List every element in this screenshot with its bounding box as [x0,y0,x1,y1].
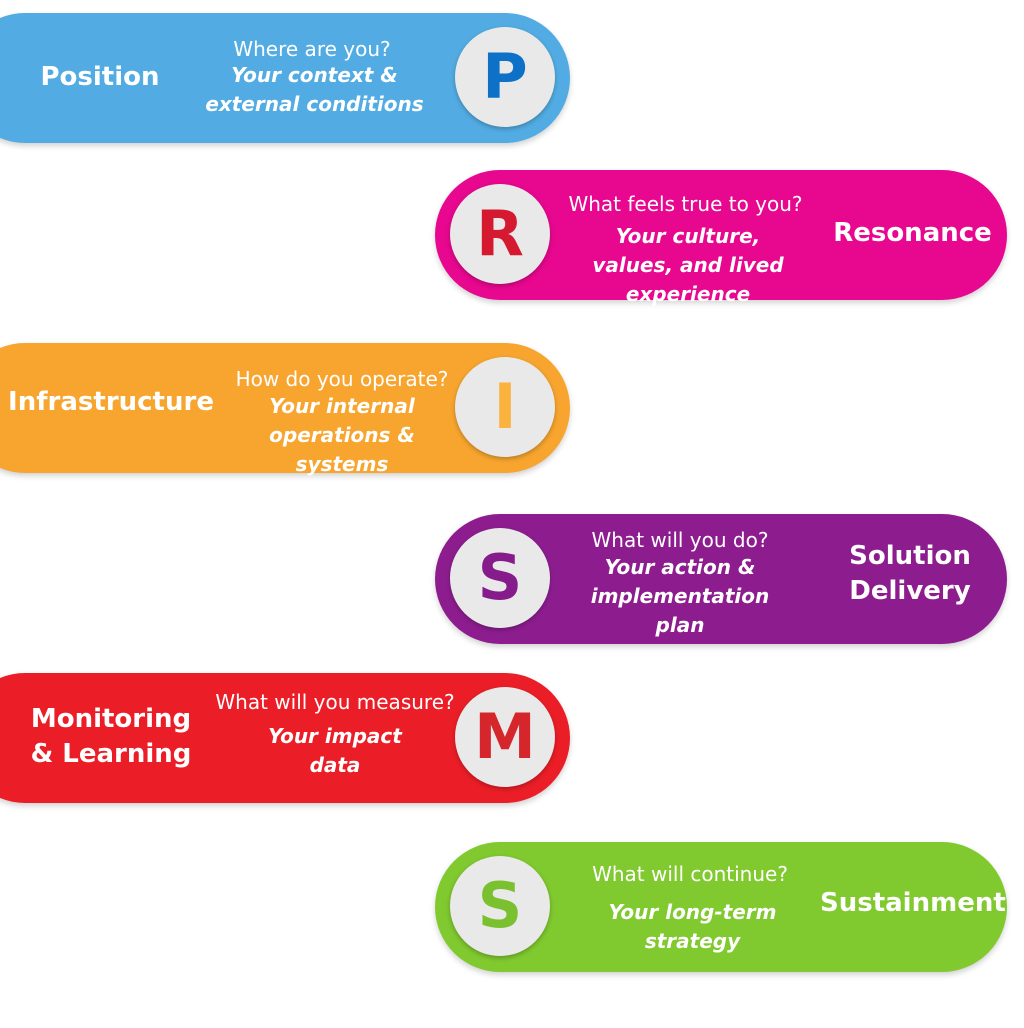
monitoring-learning-letter-circle: M [455,687,555,787]
infrastructure-pill: Infrastructure How do you operate? Your … [0,343,570,476]
infrastructure-answer: Your internal operations & systems [269,394,415,476]
position-label: Position [40,62,160,92]
solution-delivery-label: Solution Delivery [849,541,971,607]
resonance-label: Resonance [833,218,992,248]
resonance-letter-circle: R [450,184,550,284]
position-pill: Position Where are you? Your context & e… [0,13,570,143]
resonance-question: What feels true to you? [568,192,803,216]
monitoring-learning-pill: Monitoring & Learning What will you meas… [0,673,570,803]
sustainment-letter-circle: S [450,856,550,956]
sustainment-answer: Your long-term strategy [608,900,777,953]
monitoring-learning-question: What will you measure? [215,690,455,714]
position-question: Where are you? [233,37,391,61]
infrastructure-letter-circle: I [455,357,555,457]
solution-delivery-answer: Your action & implementation plan [590,555,770,637]
monitoring-learning-label: Monitoring & Learning [30,704,192,770]
sustainment-label: Sustainment [820,888,1006,918]
resonance-answer: Your culture, values, and lived experien… [592,224,784,306]
sustainment-pill: S What will continue? Your long-term str… [435,842,1007,972]
infrastructure-question: How do you operate? [235,367,449,391]
resonance-pill: R What feels true to you? Your culture, … [435,170,1007,306]
solution-delivery-letter-circle: S [450,528,550,628]
position-letter-circle: P [455,27,555,127]
infrastructure-label: Infrastructure [8,387,214,417]
position-answer: Your context & external conditions [205,63,424,116]
solution-delivery-pill: S What will you do? Your action & implem… [435,514,1007,644]
sustainment-question: What will continue? [592,862,788,886]
monitoring-learning-answer: Your impact data [268,724,402,777]
solution-delivery-question: What will you do? [591,528,769,552]
